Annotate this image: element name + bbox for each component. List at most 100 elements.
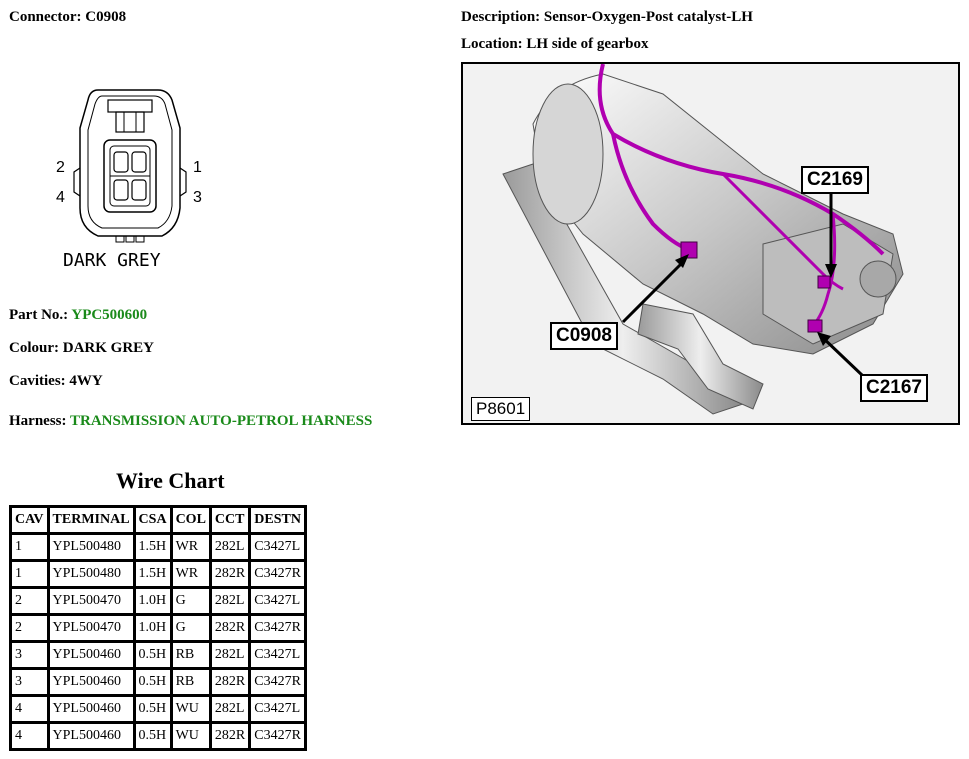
harness-wire-branch-3 (811, 213, 837, 327)
location-line: Location: LH side of gearbox (461, 36, 649, 53)
header-col: COL (172, 508, 209, 532)
cell-cav: 2 (12, 589, 47, 613)
cell-csa: 0.5H (135, 670, 170, 694)
output-flange (859, 260, 897, 298)
harness-label: Harness: (9, 413, 67, 429)
cell-csa: 1.0H (135, 616, 170, 640)
pin-label-1: 1 (193, 159, 202, 176)
cell-destn: C3427R (251, 616, 304, 640)
cavities-value: 4WY (69, 373, 103, 389)
c2167-leader (819, 334, 865, 378)
cell-terminal: YPL500480 (49, 562, 133, 586)
cell-csa: 0.5H (135, 697, 170, 721)
latch (107, 99, 153, 113)
cell-cct: 282R (211, 670, 249, 694)
cell-destn: C3427R (251, 562, 304, 586)
cell-cct: 282R (211, 616, 249, 640)
header-csa: CSA (135, 508, 170, 532)
cell-cav: 3 (12, 670, 47, 694)
pin-label-3: 3 (193, 189, 202, 206)
header-destn: DESTN (251, 508, 304, 532)
cell-destn: C3427R (251, 724, 304, 748)
colour-line: Colour: DARK GREY (9, 340, 154, 357)
cell-col: RB (172, 670, 209, 694)
cell-col: WR (172, 562, 209, 586)
part-no-value: YPC500600 (71, 307, 148, 323)
location-value: LH side of gearbox (526, 36, 649, 52)
cavity-3 (131, 179, 147, 201)
cell-cav: 2 (12, 616, 47, 640)
cell-col: RB (172, 643, 209, 667)
cell-csa: 1.5H (135, 562, 170, 586)
housing-inner-outline (87, 95, 173, 229)
cell-cav: 1 (12, 535, 47, 559)
description-label: Description: (461, 9, 541, 25)
cell-terminal: YPL500470 (49, 616, 133, 640)
connector-c2167-marker (807, 319, 823, 333)
location-label: Location: (461, 36, 523, 52)
harness-wire-branch (611, 133, 689, 251)
part-no-label: Part No.: (9, 307, 69, 323)
wire-chart-title: Wire Chart (116, 468, 225, 493)
cell-destn: C3427L (251, 535, 304, 559)
connector-face-svg: 2 1 4 3 DARK GREY (56, 89, 202, 271)
cell-cct: 282L (211, 697, 249, 721)
connector-c0908-marker (680, 241, 698, 259)
c0908-leader (621, 258, 687, 324)
cell-destn: C3427R (251, 670, 304, 694)
callout-c2169: C2169 (801, 166, 869, 194)
header-cav: CAV (12, 508, 47, 532)
connector-face-drawing: 2 1 4 3 DARK GREY (50, 88, 210, 273)
cell-cav: 4 (12, 724, 47, 748)
description-line: Description: Sensor-Oxygen-Post catalyst… (461, 9, 753, 26)
cavity-2 (113, 151, 129, 173)
wire-chart-header-row: CAV TERMINAL CSA COL CCT DESTN (12, 508, 304, 532)
cell-col: WU (172, 697, 209, 721)
cell-cct: 282L (211, 589, 249, 613)
callout-c2167: C2167 (860, 374, 928, 402)
housing-outline (79, 89, 181, 237)
harness-value: TRANSMISSION AUTO-PETROL HARNESS (69, 413, 373, 429)
pin-label-2: 2 (56, 159, 65, 176)
cell-destn: C3427L (251, 643, 304, 667)
cell-col: WR (172, 535, 209, 559)
callout-c0908: C0908 (550, 322, 618, 350)
location-diagram: C2169 C0908 C2167 P8601 (461, 62, 960, 425)
header-cct: CCT (211, 508, 249, 532)
cell-col: G (172, 616, 209, 640)
cell-csa: 0.5H (135, 643, 170, 667)
cell-cav: 4 (12, 697, 47, 721)
cell-terminal: YPL500460 (49, 697, 133, 721)
cell-terminal: YPL500480 (49, 535, 133, 559)
cavities-line: Cavities: 4WY (9, 373, 103, 390)
cell-terminal: YPL500460 (49, 670, 133, 694)
cavity-1 (131, 151, 147, 173)
header-terminal: TERMINAL (49, 508, 133, 532)
cell-terminal: YPL500470 (49, 589, 133, 613)
latch-tab (115, 111, 145, 133)
cell-cct: 282L (211, 643, 249, 667)
cell-cav: 3 (12, 643, 47, 667)
harness-wire-branch-2 (721, 172, 844, 291)
cell-csa: 1.5H (135, 535, 170, 559)
cell-cav: 1 (12, 562, 47, 586)
figure-id: P8601 (471, 397, 531, 421)
harness-line: Harness: TRANSMISSION AUTO-PETROL HARNES… (9, 413, 372, 430)
gearbox-illustration (502, 64, 904, 415)
cell-col: WU (172, 724, 209, 748)
connector-id: C0908 (85, 9, 127, 25)
pin-block (103, 139, 157, 213)
cell-destn: C3427L (251, 697, 304, 721)
cell-destn: C3427L (251, 589, 304, 613)
connector-label: Connector: (9, 9, 82, 25)
bell-housing (532, 83, 604, 225)
